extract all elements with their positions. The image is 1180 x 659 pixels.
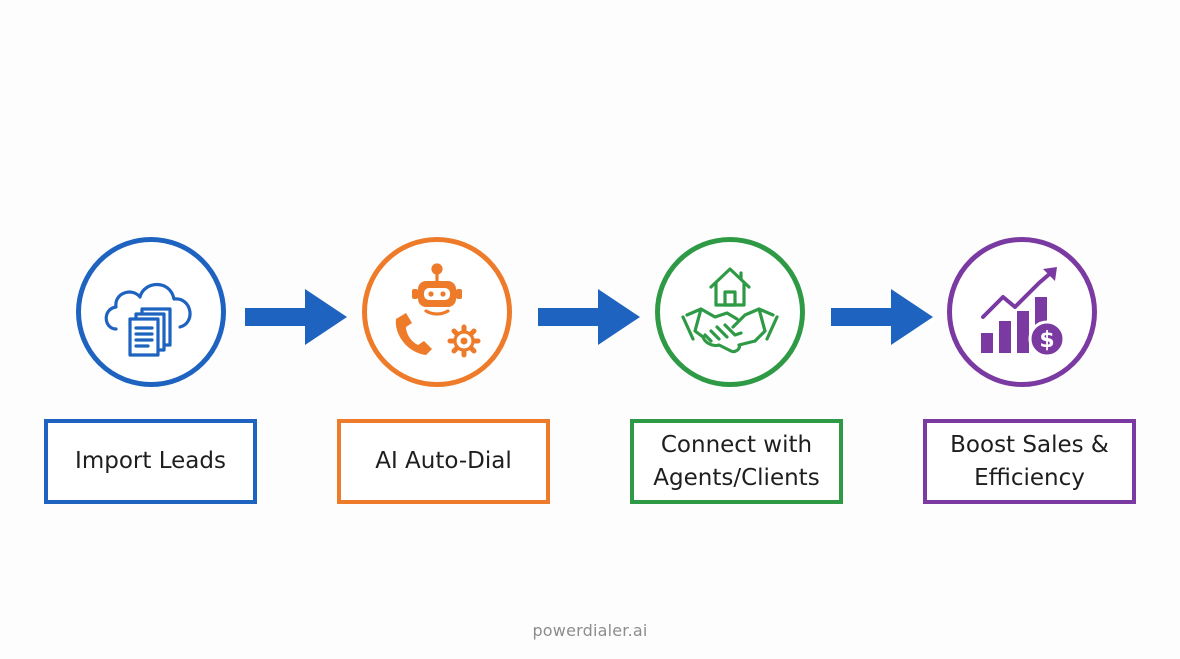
step-3-label-box: Connect with Agents/Clients bbox=[630, 419, 843, 504]
step-3-label-line-1: Connect with bbox=[660, 431, 813, 458]
step-2-label: AI Auto-Dial bbox=[375, 445, 512, 478]
arrow-right-icon bbox=[831, 289, 933, 345]
cloud-documents-icon bbox=[104, 282, 192, 357]
step-4-label-box: Boost Sales & Efficiency bbox=[923, 419, 1136, 504]
svg-text:$: $ bbox=[1039, 328, 1054, 353]
step-1-label: Import Leads bbox=[75, 445, 226, 478]
footer-brand: powerdialer.ai bbox=[532, 621, 648, 640]
step-2-label-line-1: AI Auto-Dial bbox=[375, 448, 512, 474]
step-4-label-line-2: Efficiency bbox=[974, 464, 1085, 491]
step-2-label-box: AI Auto-Dial bbox=[337, 419, 550, 504]
step-4-circle: $ bbox=[947, 237, 1097, 387]
arrow-right-icon bbox=[245, 289, 347, 345]
step-2-circle bbox=[362, 237, 512, 387]
house-handshake-icon bbox=[681, 267, 779, 354]
growth-chart-dollar-icon: $ bbox=[981, 267, 1066, 358]
arrow-right-icon bbox=[538, 289, 640, 345]
step-1-label-box: Import Leads bbox=[44, 419, 257, 504]
step-3-circle bbox=[655, 237, 805, 387]
step-1-label-line-1: Import Leads bbox=[75, 448, 226, 474]
step-1-circle bbox=[76, 237, 226, 387]
step-4-label: Boost Sales & Efficiency bbox=[950, 429, 1109, 495]
step-3-label-line-2: Agents/Clients bbox=[653, 464, 820, 491]
robot-phone-gear-icon bbox=[395, 263, 481, 358]
step-3-label: Connect with Agents/Clients bbox=[653, 429, 819, 495]
step-4-label-line-1: Boost Sales & bbox=[950, 431, 1109, 458]
